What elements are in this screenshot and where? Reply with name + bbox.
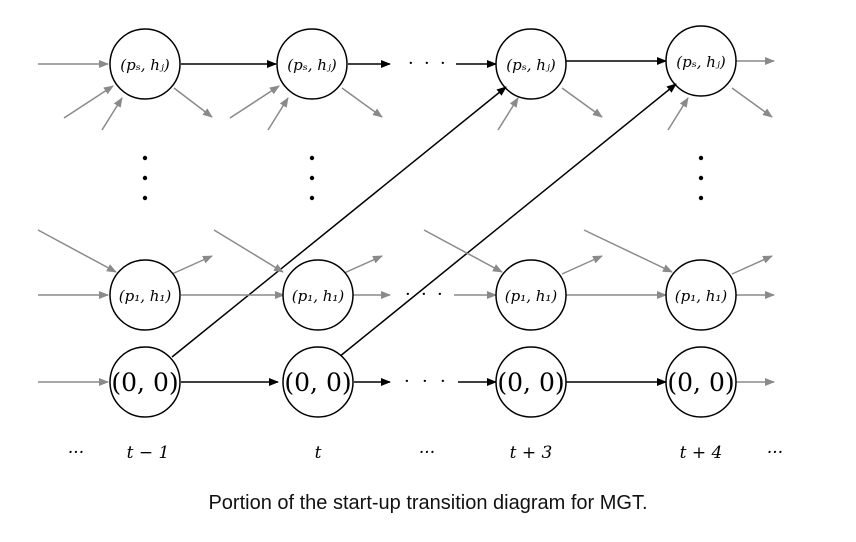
- node-label: (0, 0): [111, 368, 178, 397]
- row-ps-hj: · · · (pₛ, hⱼ) (pₛ, hⱼ) (pₛ, hⱼ) (pₛ, hⱼ…: [38, 25, 775, 131]
- state-node: [282, 346, 354, 418]
- state-node: [109, 346, 181, 418]
- state-node: [276, 28, 348, 100]
- edge: [561, 255, 603, 275]
- dots: ·: [408, 53, 414, 74]
- state-node: [665, 346, 737, 418]
- state-node: [665, 259, 737, 331]
- edge: [423, 229, 503, 273]
- node-label: (p₁, h₁): [292, 287, 345, 305]
- edge: [229, 85, 280, 119]
- node-label: (p₁, h₁): [119, 287, 172, 305]
- node-label: (0, 0): [497, 368, 564, 397]
- node-label: (p₁, h₁): [505, 287, 558, 305]
- node-label: (0, 0): [284, 368, 351, 397]
- state-node: [109, 259, 181, 331]
- dots: ·: [437, 284, 443, 305]
- column-label: t − 1: [127, 443, 170, 463]
- state-node: [665, 25, 737, 97]
- dots: ·: [424, 53, 430, 74]
- edge: [267, 97, 289, 131]
- column-label: t + 4: [680, 443, 723, 463]
- state-node: [495, 259, 567, 331]
- state-node: [109, 28, 181, 100]
- transition-diagram: · · · (pₛ, hⱼ) (pₛ, hⱼ) (pₛ, hⱼ) (pₛ, hⱼ…: [37, 25, 783, 463]
- node-label: (pₛ, hⱼ): [676, 53, 726, 71]
- edge: [63, 85, 114, 119]
- edge: [213, 229, 284, 273]
- edge: [341, 87, 383, 118]
- edge: [171, 255, 213, 275]
- column-labels: ··· t − 1 t ··· t + 3 t + 4 ···: [68, 443, 783, 463]
- dots: ·: [440, 53, 446, 74]
- node-label: (pₛ, hⱼ): [506, 56, 556, 74]
- column-label: t + 3: [510, 443, 553, 463]
- state-node: [495, 346, 567, 418]
- column-label: ···: [68, 443, 84, 463]
- dots: ·: [421, 284, 427, 305]
- edge: [101, 97, 123, 131]
- node-label: (0, 0): [667, 368, 734, 397]
- edge: [37, 229, 117, 273]
- dots: ·: [404, 371, 410, 392]
- row-p1-h1: · · · (p₁, h₁) (p₁, h₁) (p₁, h₁) (p₁, h₁…: [37, 229, 775, 331]
- figure-caption: Portion of the start-up transition diagr…: [208, 492, 648, 514]
- edge: [583, 229, 673, 273]
- node-label: (p₁, h₁): [675, 287, 728, 305]
- column-label: ···: [767, 443, 783, 463]
- dots: ·: [440, 371, 446, 392]
- row-zero: · · · (0, 0) (0, 0) (0, 0) (0, 0): [38, 346, 775, 418]
- edge: [561, 87, 603, 118]
- column-label: ···: [419, 443, 435, 463]
- edge: [667, 97, 689, 131]
- node-label: (pₛ, hⱼ): [120, 56, 170, 74]
- edge: [341, 255, 383, 275]
- node-label: (pₛ, hⱼ): [287, 56, 337, 74]
- vertical-ellipsis: [142, 155, 704, 201]
- dots: ·: [422, 371, 428, 392]
- edge: [173, 87, 213, 118]
- edge: [338, 83, 677, 358]
- column-label: t: [315, 443, 322, 463]
- edge: [731, 255, 773, 275]
- dots: ·: [405, 284, 411, 305]
- state-node: [495, 28, 567, 100]
- edge: [171, 86, 507, 358]
- state-node: [282, 259, 354, 331]
- edge: [731, 87, 773, 118]
- edge: [497, 97, 519, 131]
